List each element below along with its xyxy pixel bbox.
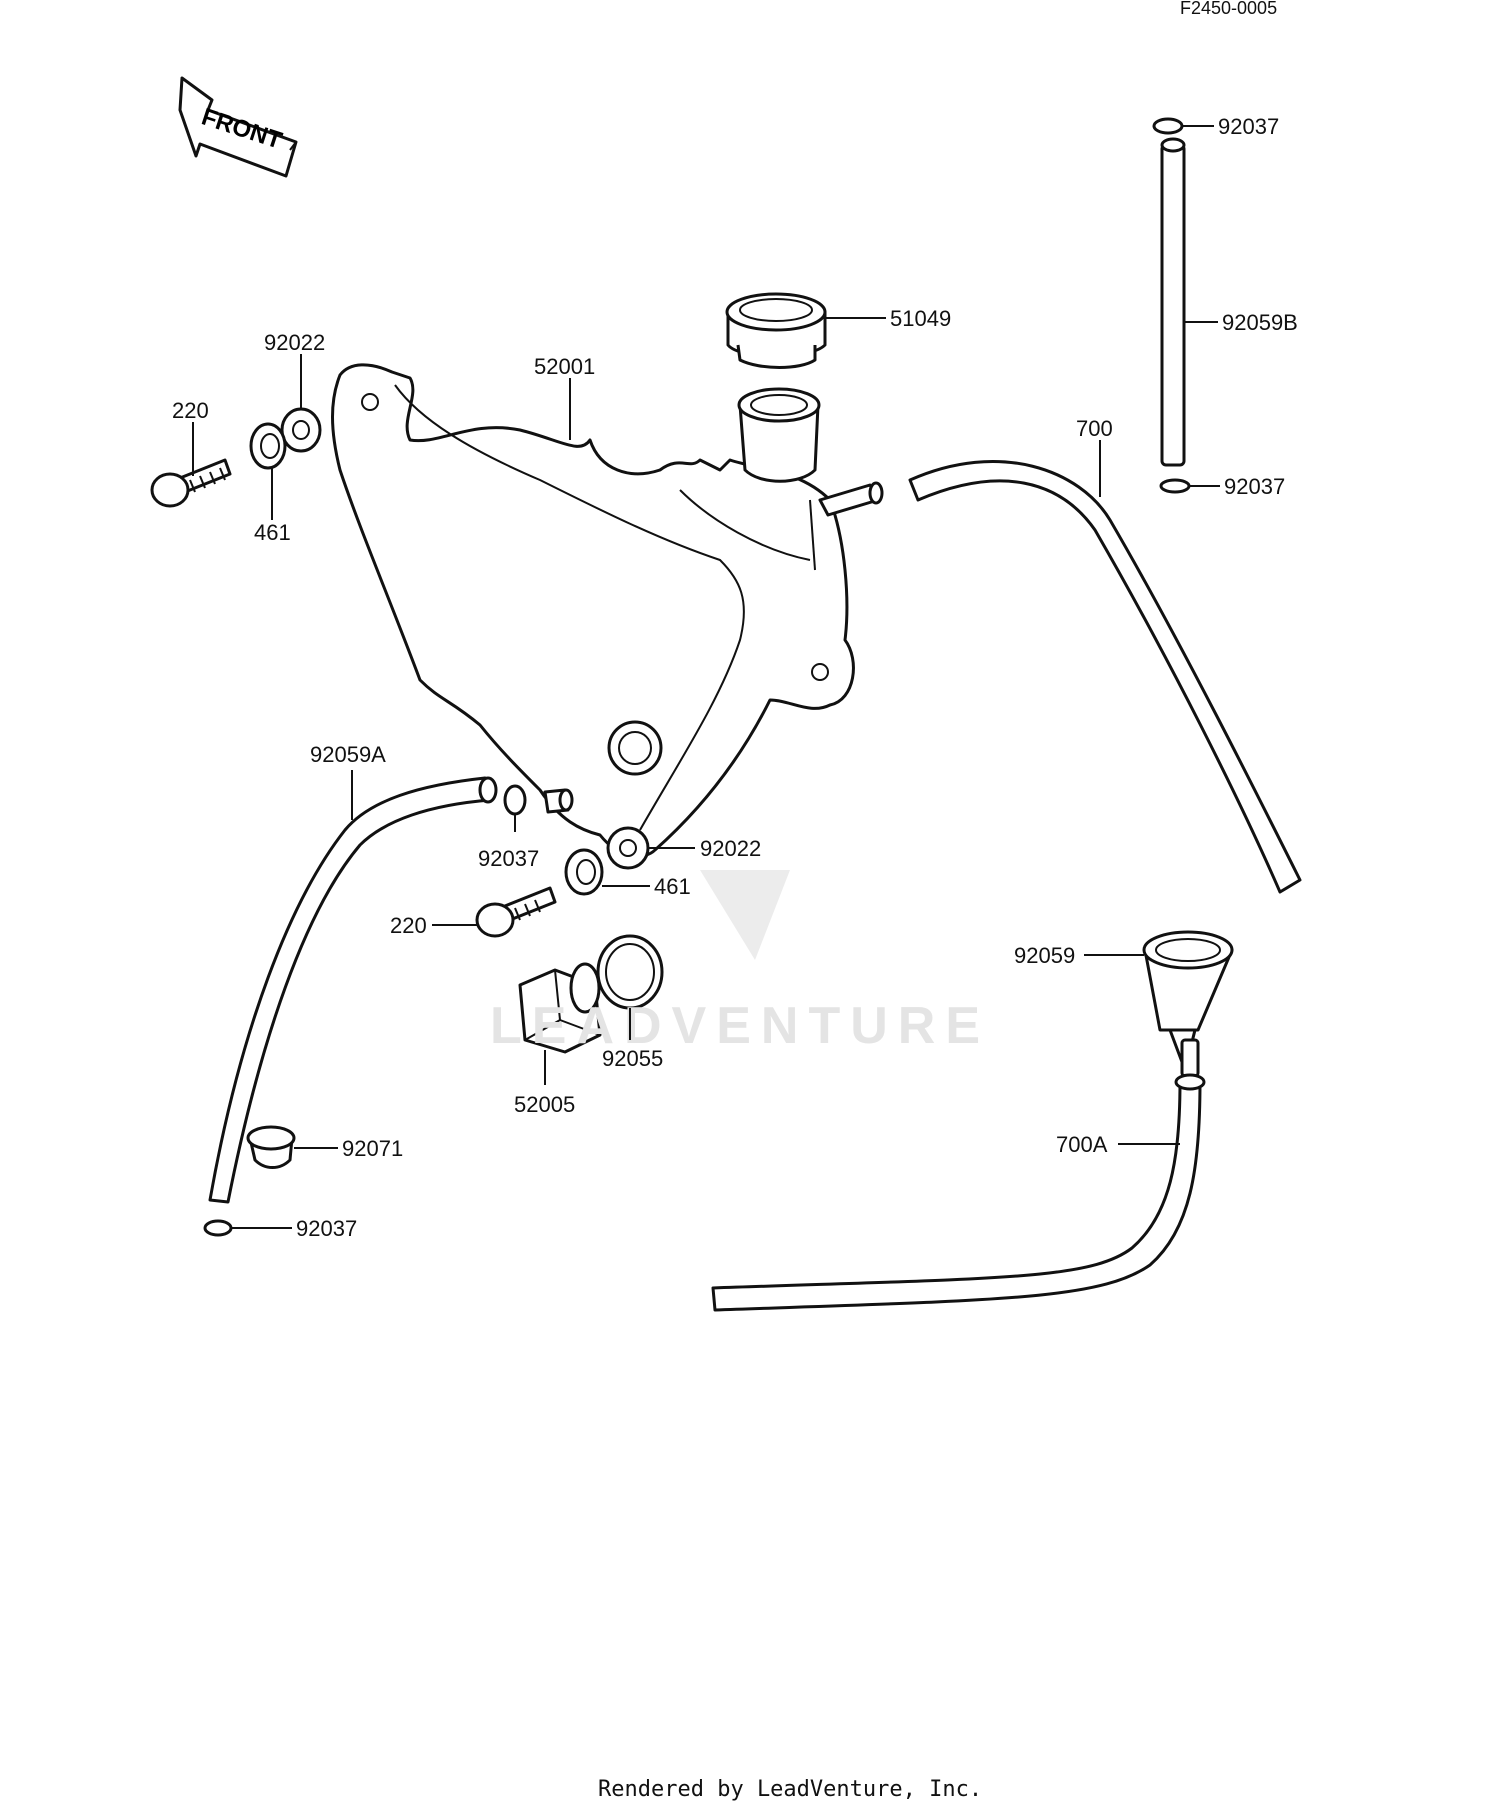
washer-92022-top-part <box>280 407 322 453</box>
label-92037-mid: 92037 <box>1224 474 1285 499</box>
label-92037-left: 92037 <box>478 846 539 871</box>
leader-lines <box>192 125 1220 1229</box>
label-92059: 92059 <box>1014 943 1075 968</box>
label-92022-bottom: 92022 <box>700 836 761 861</box>
fuel-tank-part <box>331 363 884 858</box>
leadventure-watermark: LEADVENTURE <box>490 870 990 1055</box>
label-92055: 92055 <box>602 1046 663 1071</box>
hose-700a-part <box>711 1073 1206 1312</box>
label-92037-bottom: 92037 <box>296 1216 357 1241</box>
grommet-92071-part <box>246 1125 296 1169</box>
hose-700-part <box>908 459 1302 894</box>
fuel-cap-part <box>725 292 827 369</box>
label-92022-top: 92022 <box>264 330 325 355</box>
vent-tube-92059b-part <box>1160 137 1186 467</box>
washer-92022-bottom-part <box>606 826 650 870</box>
footer-credit: Rendered by LeadVenture, Inc. <box>598 1777 982 1802</box>
label-461-bottom: 461 <box>654 874 691 899</box>
svg-text:LEADVENTURE: LEADVENTURE <box>490 997 990 1055</box>
clip-92037-bottom-part <box>203 1219 233 1237</box>
clip-92037-left-part <box>503 784 527 816</box>
label-92059a: 92059A <box>310 742 386 767</box>
label-52005: 52005 <box>514 1092 575 1117</box>
clip-92037-mid-part <box>1159 478 1191 494</box>
label-700a: 700A <box>1056 1132 1108 1157</box>
fuel-filter-92059-part <box>1142 930 1234 1078</box>
label-92071: 92071 <box>342 1136 403 1161</box>
collar-461-bottom-part <box>564 848 604 896</box>
o-ring-92055-part <box>596 934 664 1010</box>
label-220-bottom: 220 <box>390 913 427 938</box>
front-arrow-icon: FRONT <box>178 76 298 178</box>
bolt-220-bottom-part <box>475 886 557 938</box>
label-700: 700 <box>1076 416 1113 441</box>
diagram-code: F2450-0005 <box>1180 0 1277 18</box>
hose-92059a-part <box>208 776 492 1204</box>
label-51049: 51049 <box>890 306 951 331</box>
label-92059b: 92059B <box>1222 310 1298 335</box>
drain-plug-52005-part <box>518 962 602 1054</box>
label-461-top: 461 <box>254 520 291 545</box>
collar-461-top-part <box>249 422 287 470</box>
bolt-220-top-part <box>150 458 232 508</box>
label-92037-top: 92037 <box>1218 114 1279 139</box>
label-52001: 52001 <box>534 354 595 379</box>
clip-92037-top-part <box>1152 117 1184 135</box>
label-220-top: 220 <box>172 398 209 423</box>
